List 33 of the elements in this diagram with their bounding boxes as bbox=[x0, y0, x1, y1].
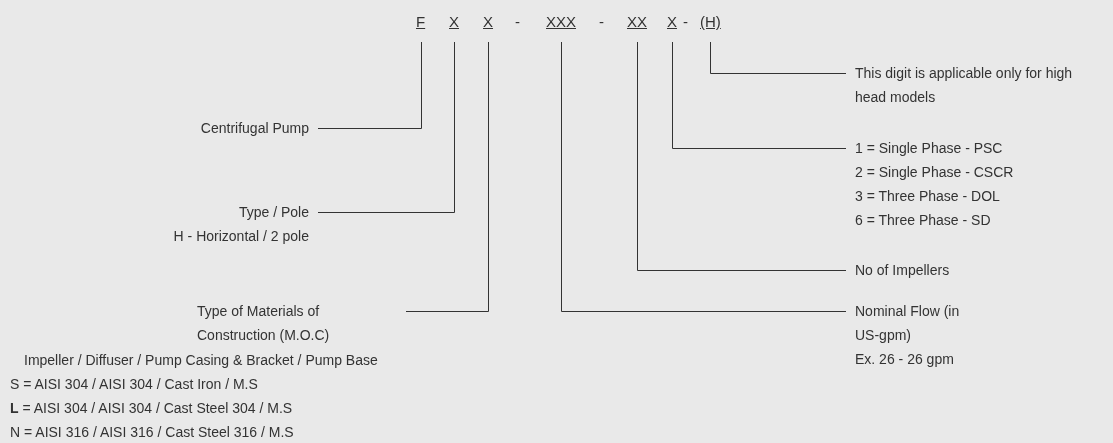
description-detail: 2 = Single Phase - CSCR bbox=[855, 163, 1014, 182]
description-detail: 6 = Three Phase - SD bbox=[855, 211, 992, 230]
leader-line bbox=[561, 41, 847, 312]
code-character: (H) bbox=[700, 12, 721, 32]
description-text: No of Impellers bbox=[855, 261, 950, 280]
description-text: Nominal Flow (in US-gpm) bbox=[855, 302, 961, 345]
code-character: X bbox=[667, 12, 677, 32]
description-text: Centrifugal Pump bbox=[200, 119, 309, 138]
description-detail: 3 = Three Phase - DOL bbox=[855, 187, 1001, 206]
leader-line bbox=[405, 41, 489, 312]
leader-line bbox=[672, 41, 847, 149]
material-code-row-text: N = AISI 316 / AISI 316 / Cast Steel 316 / M.S bbox=[10, 423, 295, 442]
code-character: X bbox=[483, 12, 493, 32]
table-header: Impeller / Diffuser / Pump Casing & Bracket / Pump Base bbox=[23, 351, 378, 370]
leader-line bbox=[710, 41, 847, 74]
code-character: X bbox=[449, 12, 459, 32]
code-character: F bbox=[416, 12, 426, 32]
description-detail: H - Horizontal / 2 pole bbox=[173, 227, 309, 246]
code-character: XX bbox=[627, 12, 647, 32]
separator-dash: - bbox=[599, 12, 604, 32]
code-character: XXX bbox=[546, 12, 576, 32]
separator-dash: - bbox=[515, 12, 520, 32]
description-text: 1 = Single Phase - PSC bbox=[855, 139, 1004, 158]
description-text: Type / Pole bbox=[237, 203, 309, 222]
material-code-row-text: S = AISI 304 / AISI 304 / Cast Iron / M.S bbox=[10, 375, 259, 394]
description-text: Type of Materials of Construction (M.O.C) bbox=[197, 302, 331, 345]
leader-line bbox=[317, 41, 455, 213]
leader-line bbox=[317, 41, 422, 129]
material-code-row-text: L = AISI 304 / AISI 304 / Cast Steel 304 / M.S bbox=[10, 399, 294, 418]
description-text: This digit is applicable only for high head models bbox=[855, 64, 1074, 107]
separator-dash: - bbox=[683, 12, 688, 32]
leader-line bbox=[637, 41, 847, 271]
description-detail: Ex. 26 - 26 gpm bbox=[855, 350, 955, 369]
